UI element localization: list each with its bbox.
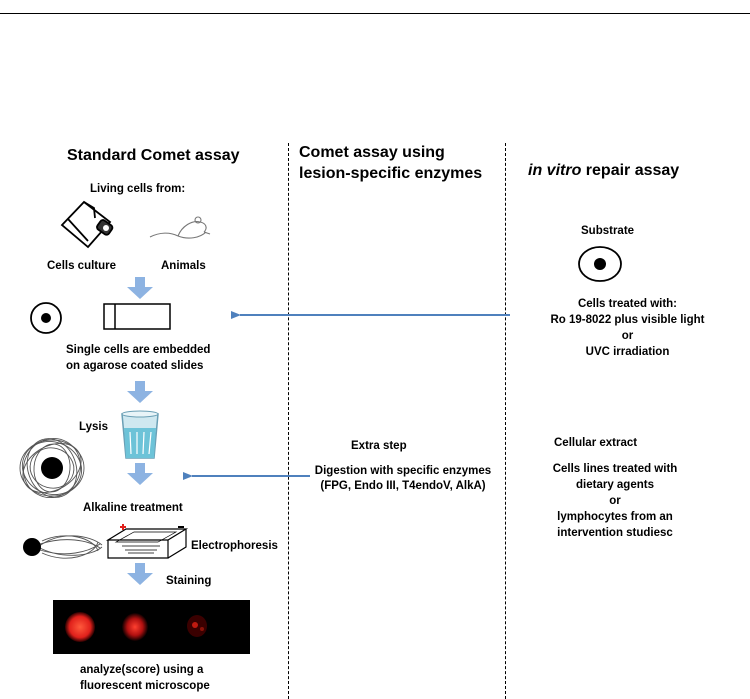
substrate-cell-icon <box>578 246 622 282</box>
step-arrows <box>127 277 153 585</box>
column-divider-2 <box>505 143 506 699</box>
header-standard: Standard Comet assay <box>67 147 240 164</box>
analyze-line2: fluorescent microscope <box>80 680 210 692</box>
step-arrow-1 <box>127 277 153 299</box>
embedded-line1: Single cells are embedded <box>66 344 211 356</box>
cell-culture-flask-icon <box>60 200 114 249</box>
extract-line5: intervention studiesc <box>557 527 673 539</box>
header-enzymes-line2: lesion-specific enzymes <box>299 165 483 182</box>
step-arrow-3 <box>127 463 153 485</box>
extract-line3: or <box>609 495 621 507</box>
halo-cell-icon <box>19 438 85 498</box>
column-divider-1 <box>288 143 289 699</box>
extract-line1: Cells lines treated with <box>552 463 678 475</box>
top-rule <box>0 13 750 14</box>
step-arrow-4 <box>127 563 153 585</box>
header-repair-rest: repair assay <box>581 162 680 179</box>
digestion-line1: Digestion with specific enzymes <box>314 465 492 477</box>
cell-nucleus-icon <box>30 302 62 334</box>
slide-icon <box>103 303 171 330</box>
digestion-line2: (FPG, Endo III, T4endoV, AlkA) <box>320 480 486 492</box>
living-cells-label: Living cells from: <box>90 183 186 195</box>
extract-line4: lymphocytes from an <box>557 511 673 523</box>
header-repair: in vitro repair assay <box>528 161 679 181</box>
cells-culture-label: Cells culture <box>47 260 117 272</box>
header-enzymes-line1: Comet assay using <box>299 144 445 161</box>
treated-line1: Cells treated with: <box>577 298 678 310</box>
embedded-line2: on agarose coated slides <box>66 360 204 372</box>
mouse-icon <box>149 216 211 239</box>
treated-line2: Ro 19-8022 plus visible light <box>550 314 705 326</box>
electrophoresis-label: Electrophoresis <box>191 540 278 552</box>
animals-label: Animals <box>161 260 206 272</box>
cellular-extract-label: Cellular extract <box>554 437 638 449</box>
treated-line3: or <box>621 330 634 342</box>
treated-line4: UVC irradiation <box>585 346 670 358</box>
lysis-beaker-icon <box>121 410 159 459</box>
substrate-label: Substrate <box>581 225 635 237</box>
comet-icon <box>23 535 103 559</box>
analyze-line1: analyze(score) using a <box>80 664 204 676</box>
header-repair-italic: in vitro <box>528 162 582 179</box>
step-arrow-2 <box>127 381 153 403</box>
extract-line2: dietary agents <box>576 479 654 491</box>
extra-step-label: Extra step <box>351 440 407 452</box>
lysis-label: Lysis <box>79 421 108 433</box>
staining-label: Staining <box>166 575 212 587</box>
electrophoresis-tank-icon <box>105 524 189 559</box>
fluorescent-comets-image <box>53 600 250 654</box>
alkaline-label: Alkaline treatment <box>83 502 183 514</box>
